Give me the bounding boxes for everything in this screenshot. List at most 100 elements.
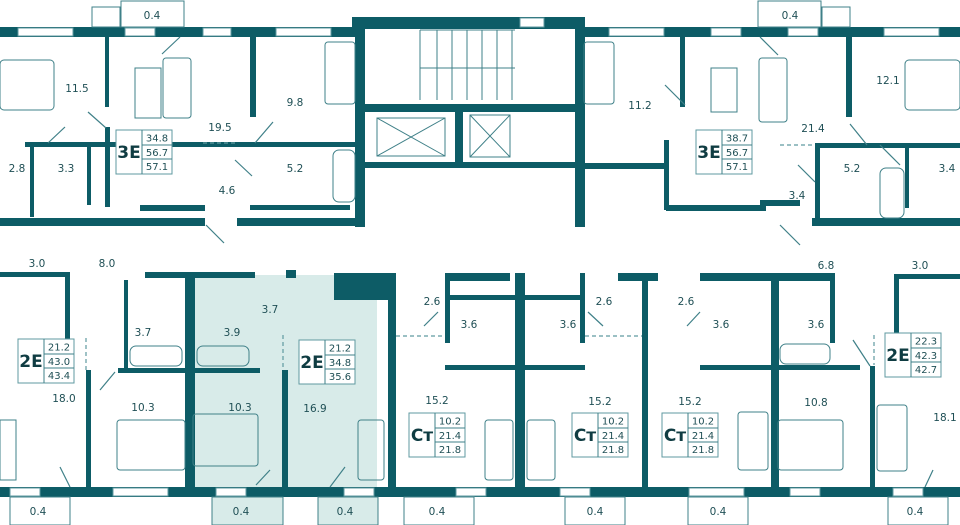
room-area-bedroom-top-left: 11.5	[65, 83, 88, 95]
total-area: 21.4	[439, 431, 461, 442]
badge-box	[408, 412, 466, 458]
apartment-badges: 3E 34.8 56.7 57.1 3E 38.7 56.7 57.1 2E 21.2 43.0 43…	[17, 129, 942, 458]
furniture	[0, 41, 960, 481]
living-area: 21.2	[48, 343, 70, 354]
room-area-bedroom-top-right-2: 12.1	[876, 75, 899, 87]
badge-box	[298, 339, 356, 385]
apartment-badge[interactable]: 3E 34.8 56.7 57.1	[115, 129, 173, 175]
apartment-badge[interactable]: Ст 10.2 21.4 21.8	[661, 412, 719, 458]
apartment-type: 2E	[19, 352, 42, 372]
living-area: 21.2	[329, 344, 351, 355]
room-area-living-b2: 16.9	[303, 403, 326, 415]
room-area-studio-3: 15.2	[678, 396, 701, 408]
room-area-bedroom-top-left-2: 9.8	[287, 97, 304, 109]
apartment-badge[interactable]: 2E 22.3 42.3 42.7	[884, 332, 942, 378]
total-area-with-balcony: 21.8	[692, 445, 714, 456]
apartment-type: 2E	[300, 353, 323, 373]
entry-thresholds	[85, 142, 875, 370]
badge-box	[115, 129, 173, 175]
badge-box	[884, 332, 942, 378]
room-area-living-b-right: 18.1	[933, 412, 956, 424]
room-area-balcony-top-right: 0.4	[782, 10, 799, 22]
room-area-bath-b1: 3.7	[135, 327, 152, 339]
doors	[47, 36, 934, 488]
apartment-badge[interactable]: 2E 21.2 34.8 35.6	[298, 339, 356, 385]
room-area-bath-top-left-small: 3.3	[58, 163, 75, 175]
room-area-bath-top-right-small: 3.4	[939, 163, 956, 175]
room-area-bedroom-top-right: 11.2	[628, 100, 651, 112]
total-area-with-balcony: 21.8	[602, 445, 624, 456]
living-area: 38.7	[726, 134, 748, 145]
room-area-bath-top-right: 5.2	[844, 163, 861, 175]
living-area: 10.2	[692, 417, 714, 428]
apartment-type: Ст	[664, 426, 686, 446]
windows	[9, 17, 940, 497]
living-area: 22.3	[915, 337, 937, 348]
living-area: 10.2	[602, 417, 624, 428]
room-area-corridor-left: 8.0	[99, 258, 116, 270]
badge-box	[661, 412, 719, 458]
room-area-bath-b5: 3.6	[808, 319, 825, 331]
total-area: 21.4	[692, 431, 714, 442]
apartment-type: Ст	[411, 426, 433, 446]
room-area-balcony-top-left: 0.4	[144, 10, 161, 22]
room-area-balcony-b1: 0.4	[30, 506, 47, 518]
apartment-badge[interactable]: 3E 38.7 56.7 57.1	[695, 129, 753, 175]
total-area-with-balcony: 57.1	[146, 162, 168, 173]
living-area: 10.2	[439, 417, 461, 428]
apartment-type: 3E	[697, 143, 720, 163]
living-area: 34.8	[146, 134, 168, 145]
total-area-with-balcony: 42.7	[915, 365, 937, 376]
room-area-bath-st3: 3.6	[713, 319, 730, 331]
total-area: 34.8	[329, 358, 351, 369]
room-area-bath-top-left: 5.2	[287, 163, 304, 175]
room-area-balcony-b2: 0.4	[233, 506, 250, 518]
room-area-hall-st3: 2.6	[678, 296, 695, 308]
room-area-bath-st1: 3.6	[461, 319, 478, 331]
badge-box	[571, 412, 629, 458]
room-area-bath-b2: 3.9	[224, 327, 241, 339]
total-area: 56.7	[726, 148, 748, 159]
total-area-with-balcony: 43.4	[48, 371, 70, 382]
balconies	[9, 0, 949, 525]
room-area-closet-top-left: 2.8	[9, 163, 26, 175]
apartment-type: 2E	[886, 346, 909, 366]
apartment-type: 3E	[117, 143, 140, 163]
badge-box	[695, 129, 753, 175]
room-area-balcony-b3: 0.4	[337, 506, 354, 518]
room-area-balcony-b4: 0.4	[429, 506, 446, 518]
room-area-living-top-right: 21.4	[801, 123, 825, 135]
room-area-bedroom-b2: 10.3	[228, 402, 251, 414]
room-area-studio-1: 15.2	[425, 395, 448, 407]
room-area-bedroom-b1: 10.3	[131, 402, 154, 414]
total-area: 56.7	[146, 148, 168, 159]
room-area-hall-right: 3.0	[912, 260, 929, 272]
total-area-with-balcony: 35.6	[329, 372, 351, 383]
total-area: 42.3	[915, 351, 937, 362]
room-area-hall-b2: 3.7	[262, 304, 279, 316]
room-area-balcony-b5: 0.4	[587, 506, 604, 518]
room-area-bath-st2: 3.6	[560, 319, 577, 331]
total-area-with-balcony: 57.1	[726, 162, 748, 173]
room-area-balcony-b6: 0.4	[710, 506, 727, 518]
room-area-hall-st1: 2.6	[424, 296, 441, 308]
apartment-badge[interactable]: Ст 10.2 21.4 21.8	[571, 412, 629, 458]
room-area-balcony-b7: 0.4	[907, 506, 924, 518]
room-area-hall-top-left: 4.6	[219, 185, 236, 197]
badge-box	[17, 338, 75, 384]
elevator-shafts	[376, 29, 515, 158]
room-area-hall-top-right: 3.4	[789, 190, 806, 202]
apartment-badge[interactable]: 2E 21.2 43.0 43.4	[17, 338, 75, 384]
apartment-type: Ст	[574, 426, 596, 446]
total-area: 43.0	[48, 357, 70, 368]
room-area-hall-st2: 2.6	[596, 296, 613, 308]
room-area-hall-left: 3.0	[29, 258, 46, 270]
total-area: 21.4	[602, 431, 624, 442]
room-area-living-top-left: 19.5	[208, 122, 231, 134]
room-area-corridor-right: 6.8	[818, 260, 835, 272]
room-area-bedroom-b5: 10.8	[804, 397, 827, 409]
room-area-labels: 0.4 11.5 19.5 9.8 2.8 3.3 4.6 5.2 3.0 8.0 0.4 11.2 2…	[9, 10, 957, 518]
walls	[0, 17, 960, 497]
